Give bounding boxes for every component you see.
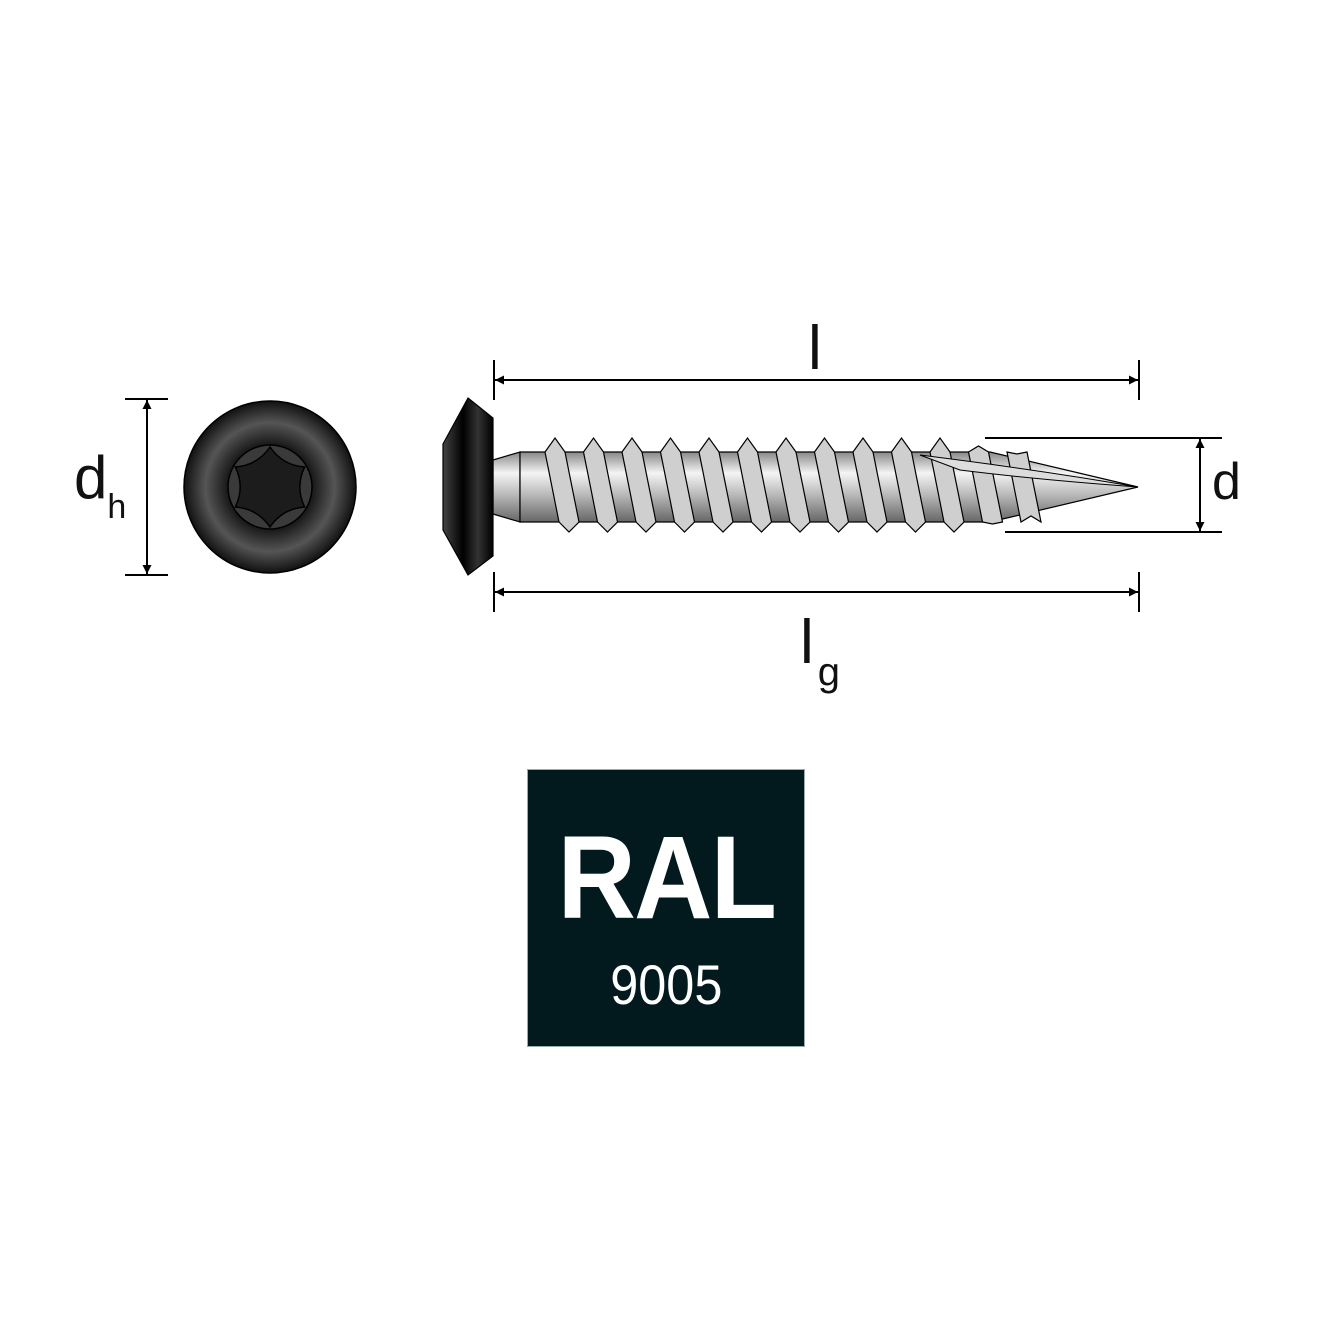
thread-flank xyxy=(582,436,619,533)
diameter-dimension xyxy=(985,437,1222,533)
length-label: l xyxy=(808,314,822,383)
cutting-tip xyxy=(919,454,1139,488)
ral-color-badge: RAL 9005 xyxy=(527,769,805,1047)
thread-flank xyxy=(890,436,927,533)
head-diameter-symbol: d xyxy=(74,444,108,511)
thread-flank xyxy=(698,436,734,533)
screw-head-top-view-icon xyxy=(183,400,357,574)
thread-flank xyxy=(621,436,657,533)
ral-code: 9005 xyxy=(609,953,723,1016)
ral-title: RAL xyxy=(557,812,776,944)
thread-flank xyxy=(659,436,696,533)
thread-flank xyxy=(852,436,888,533)
head-diameter-subscript: h xyxy=(107,488,127,526)
thread-flank xyxy=(813,436,850,533)
length-dimension xyxy=(493,360,1140,400)
head-diameter-label: dh xyxy=(74,448,126,525)
torx-drive-icon xyxy=(234,445,306,529)
diameter-label: d xyxy=(1212,453,1241,511)
screw-side-view-icon xyxy=(442,397,1139,576)
thread-length-subscript: g xyxy=(817,650,841,694)
head-diameter-dimension xyxy=(125,398,168,576)
thread-length-symbol: l xyxy=(800,608,814,677)
thread-flank xyxy=(544,436,580,533)
thread-flank xyxy=(775,436,811,533)
thread-flank xyxy=(736,436,773,533)
thread-length-dimension xyxy=(493,572,1140,612)
